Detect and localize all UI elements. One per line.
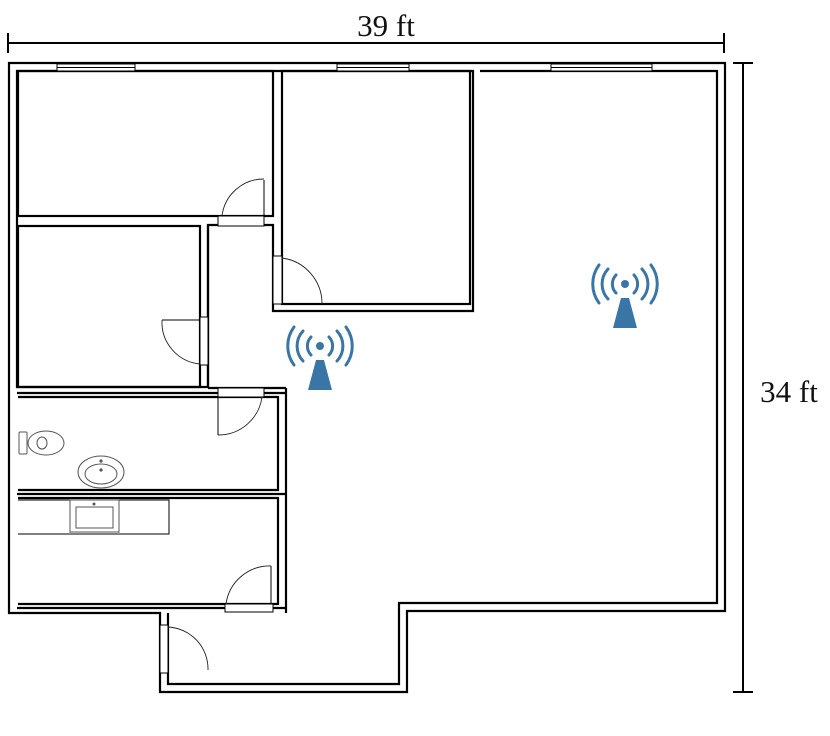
door-bathroom bbox=[217, 387, 265, 436]
wifi-router-icon bbox=[591, 263, 659, 328]
bedroom-1 bbox=[16, 69, 275, 218]
corridor-walls bbox=[17, 226, 288, 613]
width-label: 39 ft bbox=[357, 8, 415, 43]
wifi-access-point-2 bbox=[591, 263, 659, 328]
width-dimension: 39 ft bbox=[7, 8, 725, 53]
doors bbox=[159, 178, 323, 674]
door-bedroom-3 bbox=[272, 255, 323, 305]
bedroom-2 bbox=[16, 224, 202, 389]
bathroom-sink-icon bbox=[77, 455, 125, 489]
kitchen-sink-icon bbox=[69, 499, 120, 533]
height-dimension: 34 ft bbox=[733, 62, 818, 693]
door-bedroom-2 bbox=[161, 316, 209, 366]
toilet-icon bbox=[18, 430, 65, 456]
wifi-access-point-1 bbox=[286, 325, 354, 390]
kitchen bbox=[18, 496, 280, 606]
bedroom-3 bbox=[280, 69, 472, 306]
door-kitchen bbox=[224, 565, 274, 613]
bathroom bbox=[18, 395, 280, 492]
windows bbox=[56, 63, 653, 72]
door-entrance bbox=[159, 624, 209, 674]
height-label: 34 ft bbox=[760, 374, 818, 409]
door-bedroom-1 bbox=[217, 178, 265, 227]
exterior-wall bbox=[7, 61, 727, 694]
wifi-router-icon bbox=[286, 325, 354, 390]
